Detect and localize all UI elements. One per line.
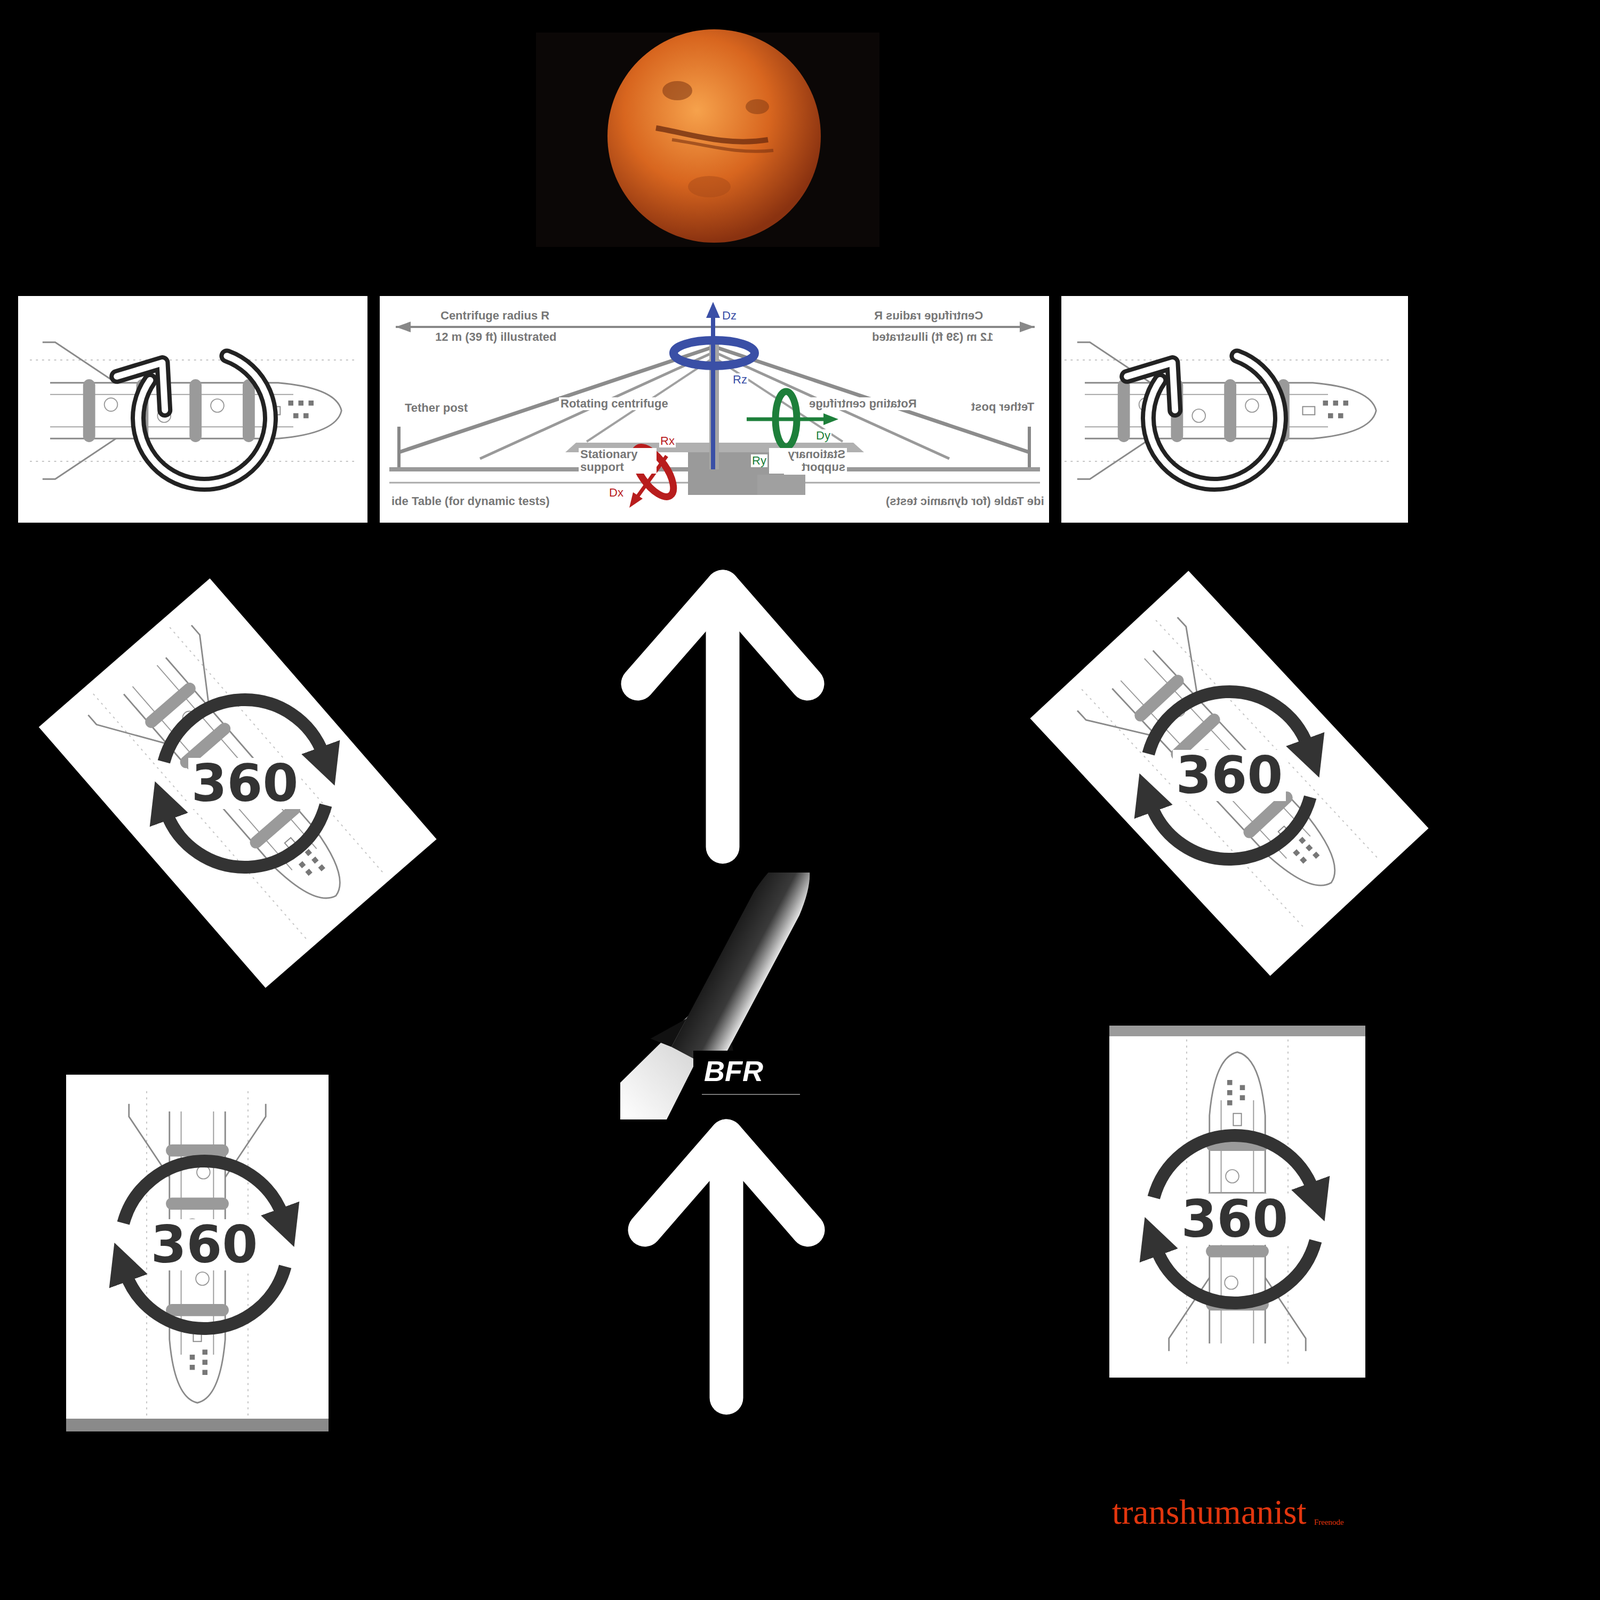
part-label: 12 m (39 ft) illustrated — [433, 330, 558, 344]
up-arrow — [644, 1136, 808, 1398]
bfr-picture — [701, 1093, 800, 1095]
rotation-label: 360 — [188, 757, 302, 810]
part-label: Tether post — [403, 401, 470, 415]
centrifuge-drawing — [395, 321, 411, 333]
bfr-box: BFR — [620, 872, 832, 1120]
flow-arrow — [637, 586, 808, 847]
ship-panel — [1064, 342, 1389, 480]
mars-picture — [688, 176, 731, 198]
rotation-panel-art — [66, 1074, 329, 1432]
rotation-panel-art — [1109, 1025, 1366, 1378]
watermark: transhumanist — [1112, 1493, 1307, 1532]
mars-picture — [745, 99, 770, 115]
up-arrow — [644, 1136, 808, 1230]
axis-label: Rz — [731, 373, 749, 387]
part-label: 12 m (39 ft) illustrated — [870, 330, 995, 344]
rotation-panel-art — [1068, 608, 1390, 939]
rotation-panel-art — [1109, 1025, 1366, 1378]
rotation-panel-art — [80, 615, 396, 950]
part-label: Centrifuge radius R — [438, 309, 551, 323]
mars-picture — [607, 29, 821, 243]
rotation-panel: 360 — [1109, 1025, 1366, 1378]
rotation-panel-art — [1029, 570, 1429, 976]
rotation-panel-art — [1029, 570, 1429, 976]
centrifuge-drawing — [379, 296, 1050, 523]
rotation-panel-art — [38, 578, 437, 988]
axis-label: Rx — [659, 434, 676, 448]
watermark-note: Freenode — [1314, 1517, 1344, 1527]
bfr-picture — [671, 872, 826, 1071]
part-label: ide Table (for dynamic tests) — [389, 494, 552, 508]
rotation-panel-art — [1148, 691, 1310, 860]
axis-label: Dz — [721, 309, 738, 323]
rotation-panel-art — [123, 1161, 285, 1329]
rotation-panel-art — [38, 578, 437, 988]
rotation-panel: 360 — [66, 1074, 329, 1432]
arrow-head — [637, 586, 808, 684]
mars-picture — [662, 81, 693, 101]
centrifuge-drawing — [379, 296, 1050, 523]
rotation-panel-art — [1169, 1039, 1307, 1364]
ship-panel — [1126, 356, 1281, 485]
bfr-picture — [620, 872, 832, 1120]
rotation-panel-art — [1109, 1025, 1366, 1037]
axis-label: Dx — [608, 486, 625, 500]
centrifuge-drawing — [757, 474, 806, 495]
rotation-panel-art — [1153, 1135, 1316, 1303]
ship-panel — [18, 296, 368, 523]
part-label: Rotating centrifuge — [807, 397, 919, 411]
ship-panel — [29, 342, 355, 480]
ship-panel — [1061, 296, 1408, 523]
bfr-picture — [650, 1008, 687, 1050]
rotation-panel-art — [129, 1091, 267, 1416]
ship-panel — [1061, 296, 1408, 523]
rotation-panel-art — [163, 699, 326, 868]
rotation-label: 360 — [1172, 749, 1286, 802]
z-axis-symbol — [673, 301, 755, 470]
brand-label: BFR — [701, 1055, 766, 1087]
centrifuge-drawing — [1019, 321, 1035, 333]
rotation-panel-art — [1029, 570, 1429, 976]
z-axis-symbol — [710, 315, 716, 470]
part-label: Stationary support — [578, 448, 657, 474]
rotation-panel-art — [66, 1418, 329, 1432]
rotation-label: 360 — [147, 1219, 261, 1271]
bfr-picture — [693, 1050, 832, 1093]
y-axis-symbol — [746, 417, 826, 422]
part-label: Rotating centrifuge — [558, 397, 670, 411]
y-axis-symbol — [775, 391, 797, 447]
rotation-panel-art — [38, 578, 437, 988]
part-label: Centrifuge radius R — [872, 309, 985, 323]
rotation-label: 360 — [1178, 1193, 1292, 1245]
part-label: ide Table (for dynamic tests) — [884, 494, 1046, 508]
rotation-panel: 360 — [38, 578, 437, 987]
axis-label: Ry — [750, 454, 768, 468]
x-axis-symbol — [629, 492, 643, 508]
y-axis-symbol — [823, 413, 839, 426]
mars-picture — [672, 139, 774, 152]
rotation-panel: 360 — [1030, 569, 1429, 978]
part-label: Tether post — [969, 400, 1036, 414]
rotation-panel-art — [66, 1074, 329, 1432]
ship-panel — [18, 296, 368, 523]
up-arrow — [709, 1136, 744, 1398]
part-label: Stationary support — [769, 448, 847, 474]
mars-picture — [536, 29, 880, 247]
ship-panel — [116, 356, 271, 485]
z-axis-symbol — [706, 301, 720, 318]
centrifuge-panel: Centrifuge radius R 12 m (39 ft) illustra… — [379, 296, 1050, 523]
axis-label: Dy — [814, 429, 832, 443]
arrow-shaft — [706, 586, 740, 847]
